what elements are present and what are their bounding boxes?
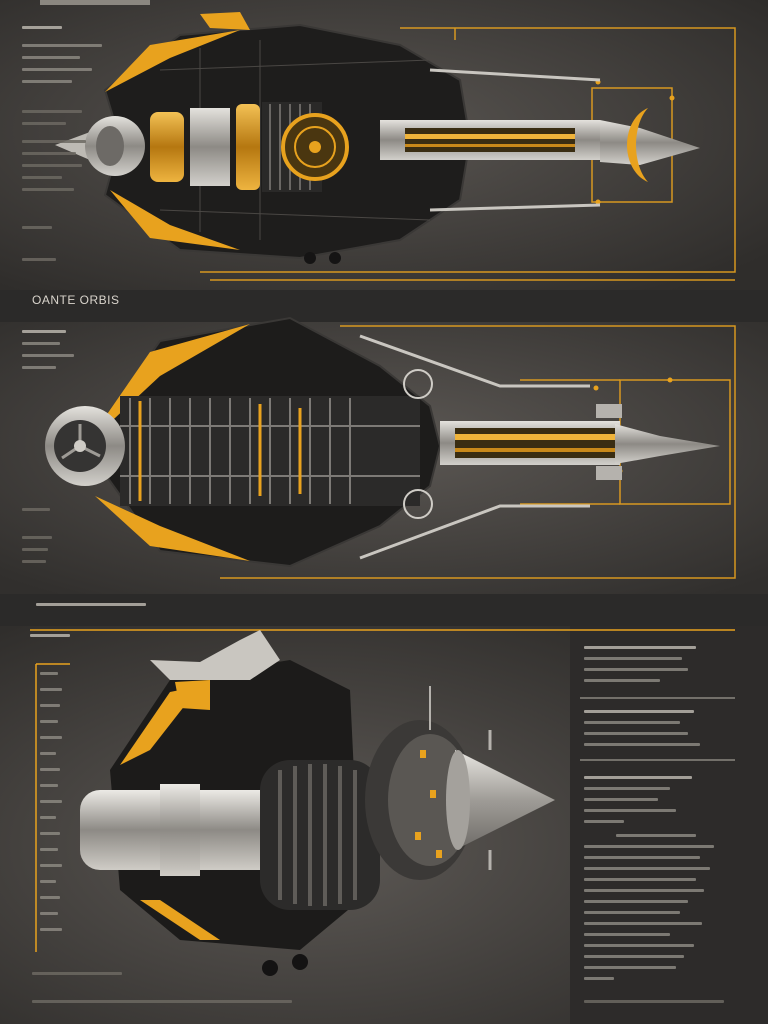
spacecraft-engine-render-illustration [0,626,768,1024]
section-title: OANTE ORBIS [32,293,120,307]
spacecraft-cutaway-illustration [0,316,768,594]
blueprint-panel-middle [0,296,768,594]
blueprint-panel-top [0,0,768,290]
blueprint-panel-bottom [0,600,768,1024]
spacecraft-side-view-illustration [0,0,768,290]
caption-text-placeholder [36,603,146,606]
